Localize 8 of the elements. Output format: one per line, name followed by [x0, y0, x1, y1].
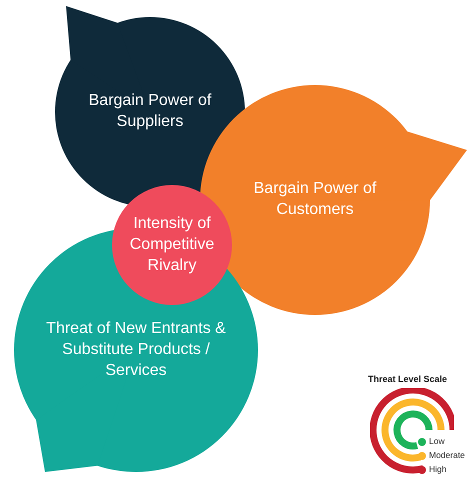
bubble-text: Threat of New Entrants & Substitute Products / Services: [46, 318, 226, 380]
legend-label: Moderate: [429, 450, 465, 460]
bubble-text: Intensity of Competitive Rivalry: [128, 214, 216, 276]
scale-title: Threat Level Scale: [368, 374, 448, 384]
legend-label: Low: [429, 436, 445, 446]
bubble-text: Bargain Power of Suppliers: [88, 91, 212, 132]
legend-label: High: [429, 464, 446, 474]
bubble-text: Bargain Power of Customers: [252, 179, 378, 220]
